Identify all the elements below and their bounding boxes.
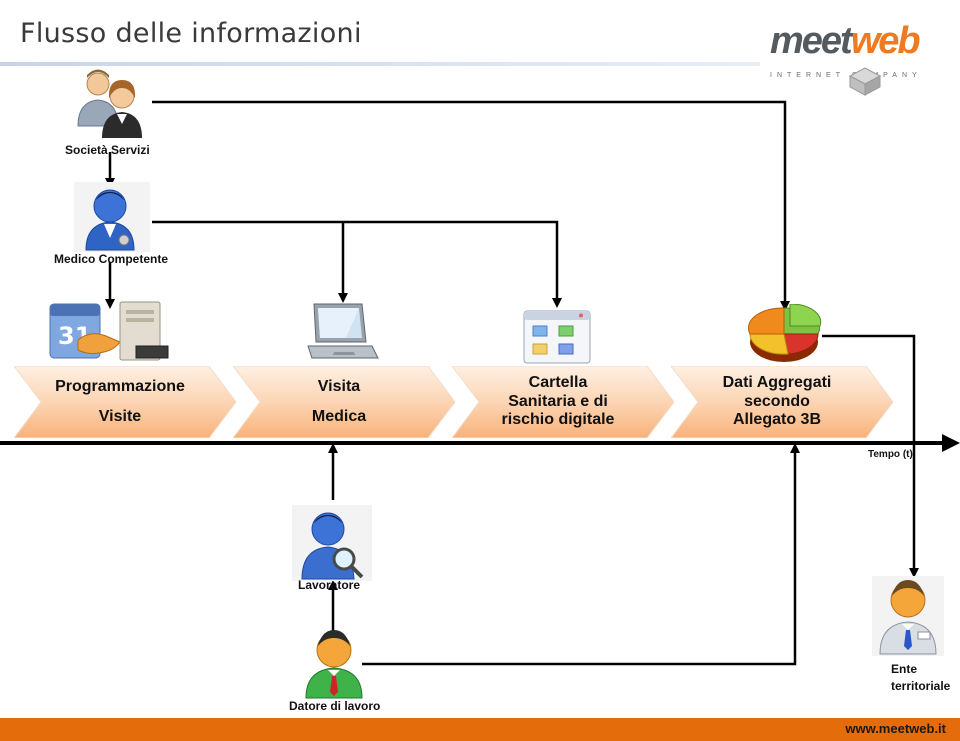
label-societa-servizi: Società Servizi <box>65 143 150 157</box>
step-label: Cartella Sanitaria e di rischio digitale <box>464 366 652 438</box>
footer-url: www.meetweb.it <box>845 721 946 736</box>
worker-search-icon <box>292 505 372 581</box>
logo-cube-icon <box>848 67 882 96</box>
step-cartella-sanitaria: Cartella Sanitaria e di rischio digitale <box>452 366 674 438</box>
meetweb-logo: meetweb INTERNET COMPANY <box>770 20 945 100</box>
logo-wordmark: meetweb <box>770 20 921 63</box>
step-line: Cartella <box>528 374 588 392</box>
step-visita-medica: Visita Medica <box>233 366 455 438</box>
employer-icon <box>305 630 363 699</box>
label-medico-competente: Medico Competente <box>54 252 169 266</box>
timeline-axis <box>0 441 944 445</box>
logo-word-web: web <box>850 20 921 62</box>
step-line: rischio digitale <box>501 411 615 429</box>
title-underline <box>0 62 760 66</box>
step-label: Dati Aggregati secondo Allegato 3B <box>683 366 871 438</box>
footer-bar: www.meetweb.it <box>0 718 960 741</box>
step-line: secondo <box>744 392 810 410</box>
step-line: Visite <box>98 408 142 425</box>
step-programmazione-visite: Programmazione Visite <box>14 366 236 438</box>
step-line: Dati Aggregati <box>722 374 832 392</box>
chevron-shape <box>233 366 455 438</box>
step-line: Medica <box>311 408 367 425</box>
chevron-shape <box>14 366 236 438</box>
pie-chart-icon <box>748 304 822 362</box>
logo-subtitle: INTERNET COMPANY <box>770 72 922 79</box>
official-icon <box>872 576 944 656</box>
doctor-icon <box>74 182 150 252</box>
label-ente-line2: territoriale <box>891 679 951 693</box>
step-line: Sanitaria e di <box>508 392 608 410</box>
step-label: Programmazione Visite <box>26 366 214 438</box>
label-lavoratore: Lavoratore <box>298 578 361 592</box>
label-datore-di-lavoro: Datore di lavoro <box>289 699 381 713</box>
logo-word-meet: meet <box>770 20 853 62</box>
people-icon <box>77 69 142 138</box>
step-line: Allegato 3B <box>732 411 821 429</box>
slide-title: Flusso delle informazioni <box>20 18 362 49</box>
folders-window-icon <box>523 310 591 364</box>
step-line: Visita <box>317 378 361 396</box>
chevron-shape <box>671 366 893 438</box>
calendar-server-icon: 31 <box>49 301 169 361</box>
step-dati-aggregati: Dati Aggregati secondo Allegato 3B <box>671 366 893 438</box>
laptop-icon <box>307 303 379 359</box>
label-ente-line1: Ente <box>891 662 918 676</box>
step-line: Programmazione <box>55 378 185 396</box>
chevron-shape <box>452 366 674 438</box>
step-label: Visita Medica <box>245 366 433 438</box>
timeline-arrowhead <box>942 434 960 452</box>
timeline-label: Tempo (t) <box>868 449 913 460</box>
